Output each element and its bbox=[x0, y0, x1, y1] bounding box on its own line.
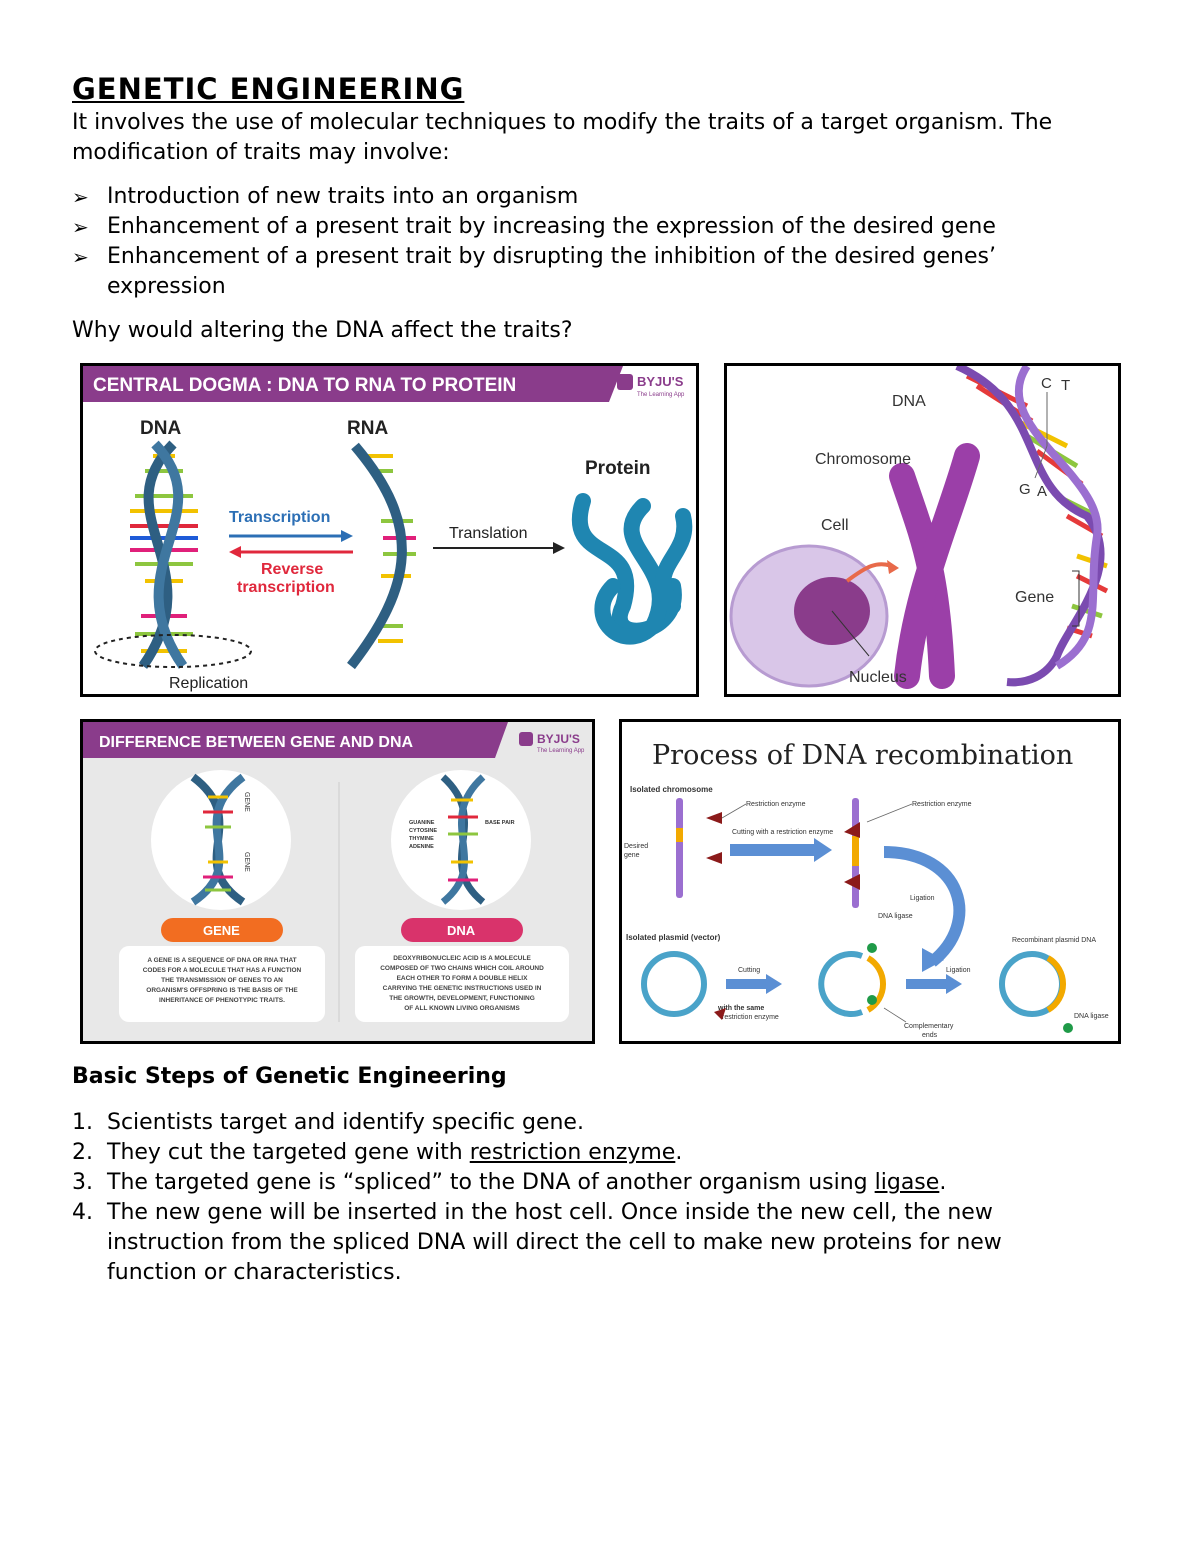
svg-text:CARRYING THE GENETIC INSTRUCTI: CARRYING THE GENETIC INSTRUCTIONS USED I… bbox=[383, 985, 542, 992]
list-item: 4.The new gene will be inserted in the h… bbox=[72, 1200, 1002, 1285]
reverse-transcription-arrow bbox=[229, 546, 241, 558]
chromosome-bar bbox=[676, 798, 683, 898]
svg-text:DNA ligase: DNA ligase bbox=[878, 913, 913, 920]
arrow-bullet-icon: ➢ bbox=[72, 245, 89, 269]
steps-list: 1.Scientists target and identify specifi… bbox=[72, 1108, 1072, 1288]
dna-label: DNA bbox=[892, 393, 926, 410]
svg-text:ADENINE: ADENINE bbox=[409, 844, 434, 850]
transcription-label: Transcription bbox=[229, 509, 330, 526]
list-item: 2.They cut the targeted gene with restri… bbox=[72, 1140, 683, 1165]
gene-pill bbox=[161, 918, 283, 942]
svg-text:Cutting with a restriction enz: Cutting with a restriction enzyme bbox=[732, 829, 833, 836]
plasmid-circle bbox=[641, 951, 707, 1017]
svg-text:Recombinant plasmid DNA: Recombinant plasmid DNA bbox=[1012, 937, 1096, 944]
svg-text:THE GROWTH, DEVELOPMENT, FUNCT: THE GROWTH, DEVELOPMENT, FUNCTIONING bbox=[389, 995, 535, 1002]
protein-label: Protein bbox=[585, 458, 650, 479]
svg-text:G: G bbox=[1019, 481, 1031, 498]
svg-text:GENE: GENE bbox=[243, 852, 250, 872]
replication-label: Replication bbox=[169, 675, 248, 692]
svg-text:Ligation: Ligation bbox=[910, 895, 935, 902]
arrow-bullet-icon: ➢ bbox=[72, 215, 89, 239]
svg-text:THE TRANSMISSION OF GENES TO A: THE TRANSMISSION OF GENES TO AN bbox=[161, 977, 283, 984]
dna-recombination-figure: Process of DNA recombination Isolated ch… bbox=[619, 719, 1121, 1044]
svg-text:Isolated plasmid (vector): Isolated plasmid (vector) bbox=[626, 933, 721, 942]
svg-text:Cutting: Cutting bbox=[738, 967, 760, 974]
dna-pill bbox=[401, 918, 523, 942]
svg-text:Complementary: Complementary bbox=[904, 1023, 954, 1030]
svg-text:transcription: transcription bbox=[237, 579, 335, 596]
svg-text:C: C bbox=[1041, 375, 1052, 392]
svg-text:BASE PAIR: BASE PAIR bbox=[485, 820, 515, 826]
svg-text:DNA: DNA bbox=[447, 923, 476, 938]
document-body: GENETIC ENGINEERING It involves the use … bbox=[72, 70, 1132, 346]
cell-chromosome-figure: C T G A DNA Chromosome Cell Nucleus Gene bbox=[724, 363, 1121, 697]
byjus-logo: BYJU'S bbox=[637, 374, 684, 389]
svg-text:Restriction enzyme: Restriction enzyme bbox=[912, 801, 972, 808]
svg-text:gene: gene bbox=[624, 852, 640, 859]
figure-header: CENTRAL DOGMA : DNA TO RNA TO PROTEIN bbox=[93, 375, 516, 396]
protein-shape bbox=[571, 493, 693, 645]
svg-text:The Learning App: The Learning App bbox=[637, 392, 685, 398]
list-item: 3.The targeted gene is “spliced” to the … bbox=[72, 1170, 947, 1195]
rna-label: RNA bbox=[347, 418, 388, 439]
transcription-arrow bbox=[341, 530, 353, 542]
cut-plasmid bbox=[818, 951, 864, 1017]
svg-text:THYMINE: THYMINE bbox=[409, 836, 434, 842]
chromosome-label: Chromosome bbox=[815, 451, 911, 468]
nucleus-label: Nucleus bbox=[849, 669, 907, 686]
svg-text:OF ALL KNOWN LIVING ORGANISMS: OF ALL KNOWN LIVING ORGANISMS bbox=[404, 1005, 520, 1012]
list-item: ➢Enhancement of a present trait by disru… bbox=[72, 244, 996, 299]
svg-text:GENE: GENE bbox=[203, 923, 240, 938]
svg-text:ORGANISM'S OFFSPRING IS THE BA: ORGANISM'S OFFSPRING IS THE BASIS OF THE bbox=[146, 987, 298, 994]
translation-label: Translation bbox=[449, 525, 528, 542]
dna-label: DNA bbox=[140, 418, 181, 439]
intro-line-1: It involves the use of molecular techniq… bbox=[72, 110, 1053, 135]
svg-text:T: T bbox=[1061, 377, 1070, 394]
list-item: ➢Enhancement of a present trait by incre… bbox=[72, 212, 1132, 242]
steps-heading: Basic Steps of Genetic Engineering bbox=[72, 1064, 507, 1089]
figure-title: Process of DNA recombination bbox=[652, 740, 1073, 771]
svg-text:INHERITANCE OF PHENOTYPIC TRAI: INHERITANCE OF PHENOTYPIC TRAITS. bbox=[159, 997, 285, 1004]
svg-text:CYTOSINE: CYTOSINE bbox=[409, 828, 437, 834]
translation-arrow bbox=[553, 542, 565, 554]
svg-text:DNA ligase: DNA ligase bbox=[1074, 1013, 1109, 1020]
gene-label: Gene bbox=[1015, 589, 1054, 606]
ligation-arrow bbox=[922, 948, 944, 972]
chromosome-shape bbox=[889, 443, 980, 689]
intro-line-2: modification of traits may involve: bbox=[72, 140, 450, 165]
byjus-logo: BYJU'S bbox=[537, 732, 580, 746]
svg-text:COMPOSED OF TWO CHAINS WHICH C: COMPOSED OF TWO CHAINS WHICH COIL AROUND bbox=[380, 965, 544, 972]
svg-text:Desired: Desired bbox=[624, 843, 648, 850]
gene-vs-dna-figure: DIFFERENCE BETWEEN GENE AND DNA BYJU'S T… bbox=[80, 719, 595, 1044]
ligase-term: ligase bbox=[874, 1170, 940, 1195]
restriction-enzyme-term: restriction enzyme bbox=[469, 1140, 676, 1165]
svg-text:A GENE IS A SEQUENCE OF DNA OR: A GENE IS A SEQUENCE OF DNA OR RNA THAT bbox=[147, 957, 296, 964]
svg-text:DEOXYRIBONUCLEIC ACID IS A MOL: DEOXYRIBONUCLEIC ACID IS A MOLECULE bbox=[393, 955, 531, 962]
svg-text:The Learning App: The Learning App bbox=[537, 748, 585, 754]
svg-text:Isolated chromosome: Isolated chromosome bbox=[630, 785, 713, 794]
svg-text:Reverse: Reverse bbox=[261, 561, 323, 578]
figure-header: DIFFERENCE BETWEEN GENE AND DNA bbox=[99, 734, 414, 751]
page-title: GENETIC ENGINEERING bbox=[72, 72, 465, 106]
svg-text:ends: ends bbox=[922, 1032, 938, 1039]
svg-text:GENE: GENE bbox=[243, 792, 250, 812]
arrow-bullet-icon: ➢ bbox=[72, 185, 89, 209]
question-text: Why would altering the DNA affect the tr… bbox=[72, 318, 573, 343]
list-item: ➢Introduction of new traits into an orga… bbox=[72, 182, 1132, 212]
svg-text:Restriction enzyme: Restriction enzyme bbox=[746, 801, 806, 808]
replication-arrow bbox=[94, 634, 252, 668]
list-item: 1.Scientists target and identify specifi… bbox=[72, 1110, 584, 1135]
svg-text:Ligation: Ligation bbox=[946, 967, 971, 974]
cutting-arrow bbox=[814, 838, 832, 862]
svg-text:GUANINE: GUANINE bbox=[409, 820, 435, 826]
svg-text:CODES FOR A MOLECULE THAT HAS: CODES FOR A MOLECULE THAT HAS A FUNCTION bbox=[143, 967, 302, 974]
svg-text:restriction enzyme: restriction enzyme bbox=[722, 1014, 779, 1021]
cell-label: Cell bbox=[821, 517, 849, 534]
central-dogma-figure: CENTRAL DOGMA : DNA TO RNA TO PROTEIN BY… bbox=[80, 363, 699, 697]
svg-text:EACH OTHER TO FORM A DOUBLE HE: EACH OTHER TO FORM A DOUBLE HELIX bbox=[397, 975, 529, 982]
svg-text:with the same: with the same bbox=[717, 1005, 764, 1012]
trait-list: ➢Introduction of new traits into an orga… bbox=[72, 182, 1132, 302]
svg-text:A: A bbox=[1037, 483, 1047, 500]
